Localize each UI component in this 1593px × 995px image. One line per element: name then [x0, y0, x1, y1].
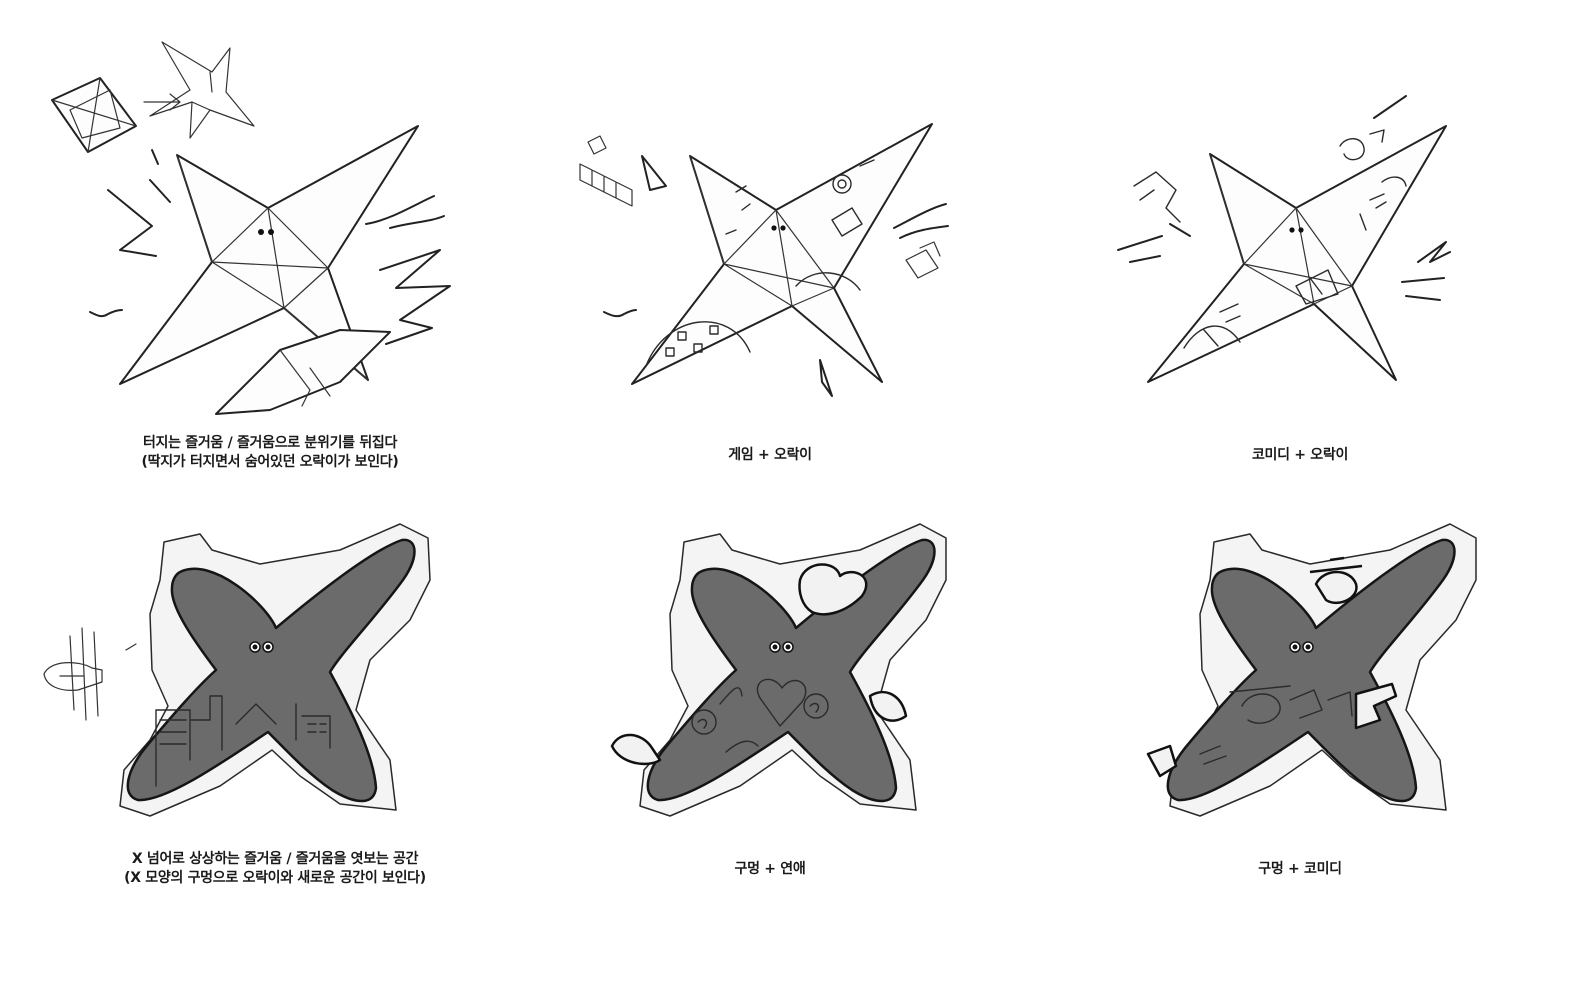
x-hole-comedy-drawing	[1146, 523, 1477, 817]
caption-line: 터지는 즐거움 / 즐거움으로 분위기를 뒤집다	[142, 435, 398, 451]
caption-line: 게임 + 오락이	[728, 447, 812, 463]
x-hole-city-drawing	[43, 523, 431, 817]
main-pinwheel-icon	[1147, 125, 1447, 383]
burst-lines-icon	[107, 149, 451, 345]
caption-bottom-right: 구멍 + 코미디	[1150, 860, 1450, 879]
caption-bottom-middle: 구멍 + 연애	[620, 860, 920, 879]
wing-icon	[868, 690, 908, 722]
block-pieces-icon	[579, 135, 941, 279]
sketch-x-hole-romance	[600, 520, 960, 820]
pinwheel-drawing	[51, 41, 451, 415]
caption-bottom-left: X 넘어로 상상하는 즐거움 / 즐거움을 엿보는 공간 (X 모양의 구멍으로…	[60, 850, 490, 888]
caption-line: (딱지가 터지면서 숨어있던 오락이가 보인다)	[141, 454, 399, 470]
pointing-hand-icon	[43, 627, 137, 721]
city-buildings-icon	[155, 695, 331, 787]
sketch-comedy-pinwheel	[1100, 90, 1480, 410]
x-hole-romance-drawing	[610, 523, 947, 817]
wing-icon	[610, 733, 662, 766]
main-pinwheel-icon	[119, 125, 419, 385]
sketch-x-hole-city	[40, 520, 470, 820]
comedy-letters-icon	[1133, 129, 1407, 349]
sketch-game-pinwheel	[570, 100, 970, 420]
sketch-burst-pinwheel	[40, 30, 480, 430]
caption-line: 구멍 + 연애	[734, 861, 806, 877]
small-bird-icon	[603, 309, 637, 318]
x-hole-icon	[126, 538, 416, 803]
romance-doodles-icon	[691, 678, 829, 753]
caption-top-middle: 게임 + 오락이	[620, 446, 920, 465]
caption-line: 구멍 + 코미디	[1258, 861, 1342, 877]
main-pinwheel-icon	[631, 123, 933, 385]
small-pinwheel-icon	[149, 41, 255, 139]
caption-line: (X 모양의 구멍으로 오락이와 새로운 공간이 보인다)	[124, 870, 426, 886]
game-pinwheel-drawing	[579, 123, 949, 397]
x-hole-icon	[646, 538, 936, 803]
caption-top-right: 코미디 + 오락이	[1150, 446, 1450, 465]
small-bird-icon	[89, 309, 123, 318]
arrow-icon	[143, 93, 181, 111]
caption-top-left: 터지는 즐거움 / 즐거움으로 분위기를 뒤집다 (딱지가 터지면서 숨어있던 …	[60, 434, 480, 472]
x-hole-icon	[1166, 538, 1456, 803]
caption-line: X 넘어로 상상하는 즐거움 / 즐거움을 엿보는 공간	[131, 851, 419, 867]
comedy-pinwheel-drawing	[1117, 95, 1451, 383]
heart-wing-icon	[798, 563, 868, 616]
folded-square-icon	[51, 77, 137, 153]
game-doodles-icon	[645, 159, 875, 367]
comedy-letters-icon	[1146, 556, 1398, 778]
sketch-x-hole-comedy	[1130, 520, 1490, 820]
caption-line: 코미디 + 오락이	[1251, 447, 1349, 463]
